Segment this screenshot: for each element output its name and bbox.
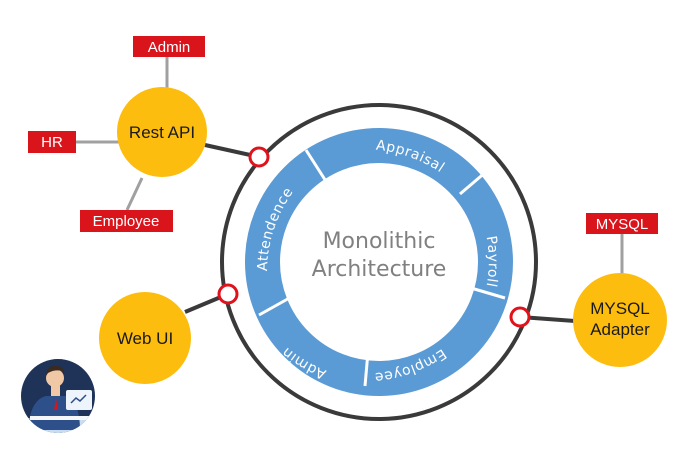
center-title-line1: Monolithic xyxy=(323,229,436,254)
module-ring-outer-edge xyxy=(245,128,513,396)
tag-hr-label: HR xyxy=(41,134,63,151)
mysql-adapter-node: MYSQL Adapter xyxy=(573,273,667,367)
tag-hr: HR xyxy=(28,131,76,153)
mysql-adapter-label-line2: Adapter xyxy=(590,320,650,339)
center-title-line2: Architecture xyxy=(312,257,447,282)
segment-divider xyxy=(304,149,331,187)
user-at-laptop-icon xyxy=(21,359,95,433)
ports xyxy=(217,146,531,328)
rest-api-node: Rest API xyxy=(117,87,207,177)
segment-divider xyxy=(258,294,294,317)
web-ui-node: Web UI xyxy=(99,292,191,384)
tag-mysql: MYSQL xyxy=(586,213,658,234)
segment-payroll-label: Payroll xyxy=(483,235,501,289)
mysql-port xyxy=(509,306,531,328)
outer-ring xyxy=(220,103,538,421)
mysql-adapter-label-line1: MYSQL xyxy=(590,299,650,318)
tag-admin: Admin xyxy=(133,36,205,57)
tag-employee: Employee xyxy=(80,210,173,232)
employee-tag-link xyxy=(125,177,144,211)
segment-divider xyxy=(363,351,370,387)
rest-api-label: Rest API xyxy=(129,123,195,142)
svg-text:Payroll: Payroll xyxy=(483,235,501,289)
segment-divider xyxy=(470,286,506,300)
tag-employee-label: Employee xyxy=(93,213,160,230)
segment-divider xyxy=(459,169,488,196)
web-ui-port xyxy=(217,283,239,305)
tag-admin-label: Admin xyxy=(148,39,191,56)
tag-mysql-label: MYSQL xyxy=(596,216,649,233)
rest-api-port xyxy=(248,146,270,168)
web-ui-label: Web UI xyxy=(117,329,173,348)
tag-links xyxy=(76,56,624,274)
module-ring-band xyxy=(246,129,512,395)
